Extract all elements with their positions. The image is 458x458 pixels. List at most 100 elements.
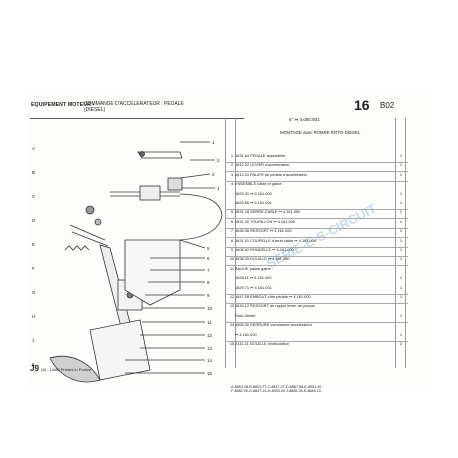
row-separator [225,302,408,304]
reference-note: 5° ↦ 4.080.801 [289,117,320,122]
row-separator [225,293,408,295]
table-divider [395,118,396,368]
row-idx: 13 [229,303,235,309]
row-desc: ↦ 4.161.000 [235,332,257,337]
row-qty: 1 [399,284,403,290]
row-separator [225,180,408,182]
row-separator [225,218,408,220]
row-desc: 1647.08 EMBOUT côté pédale ↦ 4.161.000 [235,295,311,299]
row-qty: 1 [399,228,403,234]
row-idx: 5 [230,209,234,215]
row-desc: 1631.18 SERRE-CABLE ↦ 4.161.000 [235,210,301,215]
exploded-parts-diagram: 1 2 3 4 5 6 7 8 9 10 11 12 13 14 15 A B … [32,140,223,383]
row-desc: 1631.20 TOURILLON ↦ 4.161.000 [235,219,296,224]
callout-7: 7 [207,268,210,273]
row-desc: 1634.12 RESSORT de rappel levier de pomp… [235,304,315,309]
footer-print-note: (6) - 10/80 Printed in France [41,367,92,372]
callout-E: E [32,242,35,247]
callout-1: 1 [212,140,215,145]
callout-F: F [32,266,35,271]
row-desc: 1628.11 ↦ 4.161.000 [235,276,272,281]
row-qty: 1 [399,190,403,196]
page-code: B02 [380,101,395,110]
callout-G: G [32,290,36,295]
row-qty: 2 [399,341,403,346]
row-desc: Roto-Diesel [235,313,256,318]
row-idx: 2 [230,162,234,168]
row-desc: ENSEMBLE câble et gaine : [235,182,284,187]
callout-14: 14 [207,358,213,363]
callout-D: D [32,218,36,223]
montage-title: MONTAGE avec POMPE ROTO-DIESEL [280,130,361,135]
callout-2: 2 [217,158,220,163]
row-desc: 1612.02 LEVIER d'accelerateur [235,163,290,168]
callout-11: 11 [207,320,212,325]
row-idx: 15 [229,341,235,346]
row-idx: 6 [230,218,234,224]
row-qty: 1 [399,153,403,158]
row-desc: 1631.01 COUPELLE d'arrêt câble ↦ 4.161.0… [235,238,317,243]
row-separator [225,321,408,323]
row-desc: 1614.21 PALIER de pédale d'accélérateur [235,172,308,177]
callout-15: 15 [207,371,213,376]
callout-A: A [32,146,35,151]
row-desc: 1565.30 PERRURE commande accelerateur [235,323,312,328]
row-desc: 1608.02 RONDELLE ↦ 4.161.000 [235,248,294,252]
callout-4: 4 [217,186,220,191]
table-divider [225,118,226,368]
row-separator [225,340,408,342]
callout-6: 6 [207,256,210,261]
row-separator [225,227,408,229]
page-number: 16 [354,97,370,113]
row-idx: 7 [230,228,234,234]
footer-refs-line-2: F-8882.20-G-8847.23-H-8933.00-J-8885.25-… [231,389,321,394]
footer-references: A-8553.08-B-8821.77-C-8847.27-D-8987.58-… [231,385,321,393]
row-qty: 1 [399,171,403,177]
row-qty: 1 [399,200,403,205]
callout-H: H [32,314,35,319]
row-desc: 1638.05 DOUILLE ↦ 4.161.000 [235,257,290,262]
row-separator [225,255,408,257]
callout-12: 12 [207,333,213,338]
footer-refs-line-1: A-8553.08-B-8821.77-C-8847.27-D-8987.58-… [231,385,322,389]
callout-J: J [32,338,34,343]
row-qty: 1 [399,256,403,262]
table-divider [235,118,236,368]
row-desc: 1629.71 ↦ 4.161.001 [235,285,272,290]
callout-13: 13 [207,346,213,351]
section-title: EQUIPEMENT MOTEUR - [31,102,95,108]
row-qty: 1 [399,162,403,168]
callout-3: 3 [212,172,215,177]
callout-B: B [32,170,35,175]
row-qty: 1 [399,294,403,299]
callout-K: K [32,362,35,367]
row-idx: 8 [230,237,234,243]
row-idx: 12 [229,294,235,299]
footer-code-main: J9 [30,364,39,373]
row-qty: 1 [399,237,403,243]
row-idx: 4 [230,181,234,187]
row-qty: 1 [399,312,403,318]
callout-5: 5 [207,246,210,251]
callout-8: 8 [207,280,210,285]
header-rule [30,118,244,119]
row-idx: 9 [230,247,234,252]
section-subtitle: COMMANDE D'ACCELERATEUR : PEDALE (DIESEL… [84,101,214,113]
row-separator [225,246,408,248]
row-idx: 3 [230,171,234,177]
row-separator [225,208,408,210]
row-separator [225,171,408,173]
row-idx: 14 [229,322,235,328]
callout-10: 10 [207,306,213,311]
row-desc: BAGUE passe gaine : [235,266,273,271]
row-separator [225,265,408,267]
row-desc: 1629.31 ↦ 4.161.000 [235,191,272,196]
row-desc: 2141.11 DOUILLE d'articulation [235,342,290,346]
callout-9: 9 [207,293,210,298]
row-desc: 1629.66 ↦ 4.161.001 [235,201,272,205]
subtitle-line-1: COMMANDE D'ACCELERATEUR : PEDALE [84,101,184,107]
row-qty: 1 [399,209,403,215]
table-divider [405,118,406,368]
row-qty: 1 [399,275,403,281]
row-qty: 1 [399,331,403,337]
